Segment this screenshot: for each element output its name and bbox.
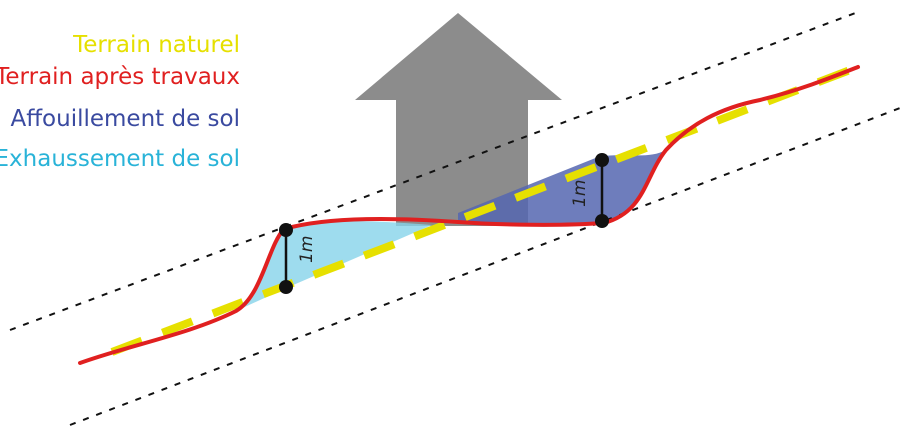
house-arrow-icon xyxy=(355,13,562,226)
legend: Terrain naturel Terrain après travaux Af… xyxy=(0,32,240,172)
legend-embankment: Exhaussement de sol xyxy=(0,146,240,172)
upper-guide-line xyxy=(9,11,859,331)
legend-excavation: Affouillement de sol xyxy=(10,106,240,132)
legend-terrain-after-works: Terrain après travaux xyxy=(0,64,240,90)
right-dimension-marker: 1m xyxy=(570,153,609,228)
left-dimension-marker: 1m xyxy=(279,223,317,294)
right-dimension-label: 1m xyxy=(570,180,590,207)
excavation-area xyxy=(458,150,666,225)
legend-natural-terrain: Terrain naturel xyxy=(72,32,240,58)
terrain-after-works-line xyxy=(78,65,860,365)
left-dimension-label: 1m xyxy=(297,236,317,263)
natural-terrain-line xyxy=(110,63,860,356)
